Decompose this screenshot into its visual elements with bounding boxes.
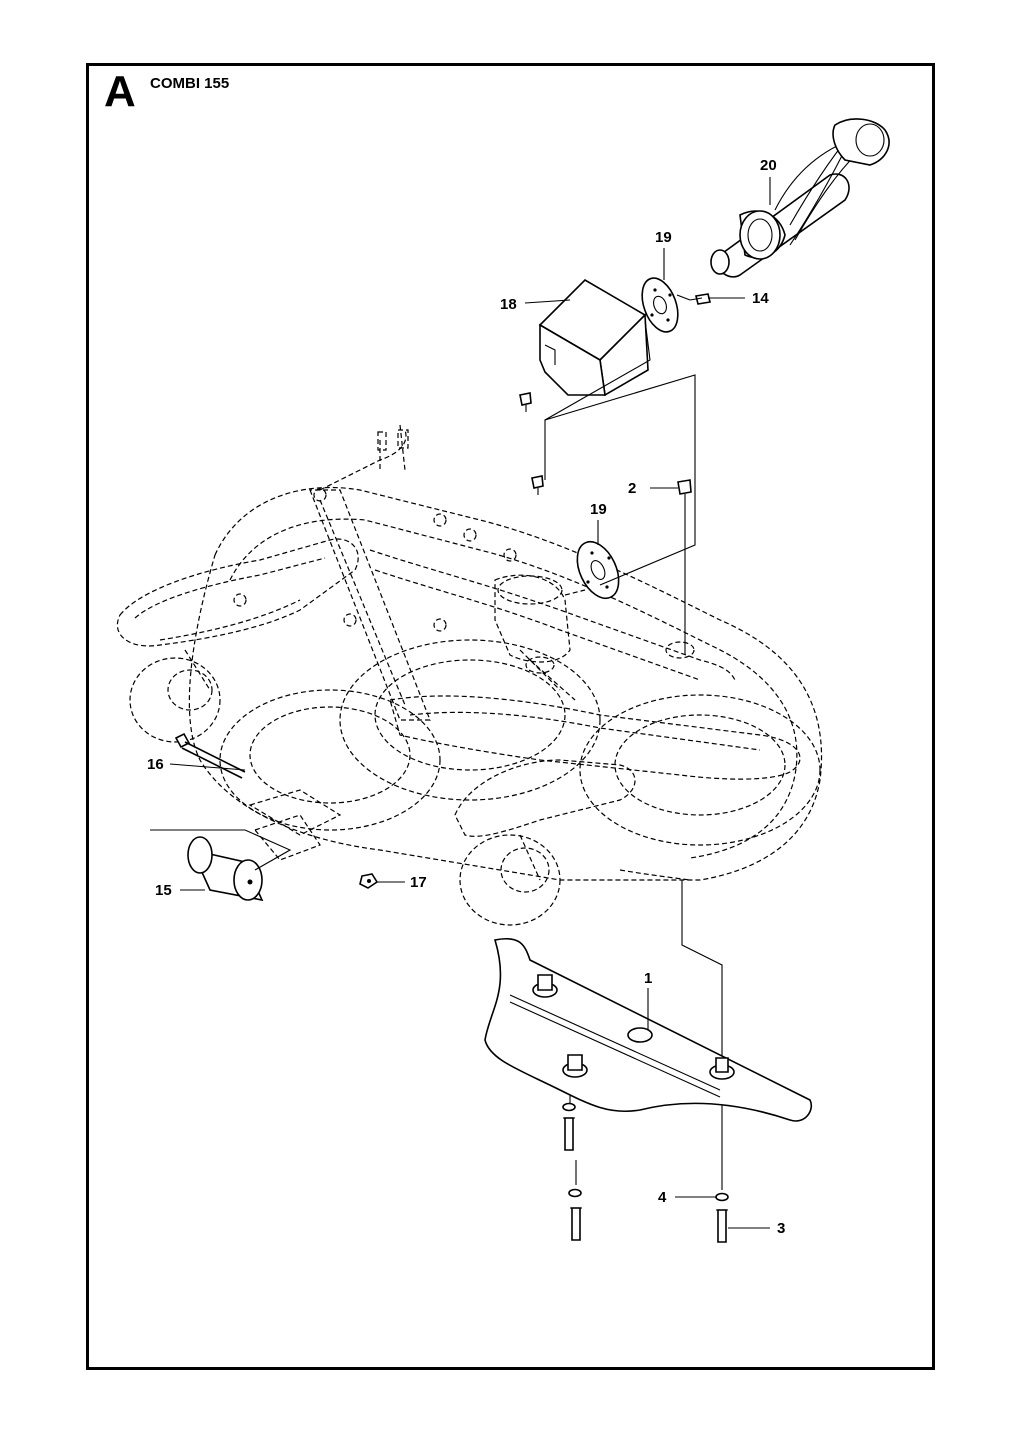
rear-right-wheel	[459, 834, 561, 926]
callout-14: 14	[752, 290, 769, 307]
callout-18: 18	[500, 296, 517, 313]
callout-19-upper: 19	[655, 229, 672, 246]
guard-bolts	[519, 392, 544, 495]
callout-15: 15	[155, 882, 172, 899]
bolt-14	[689, 293, 711, 305]
callout-17: 17	[410, 874, 427, 891]
callout-4: 4	[658, 1189, 667, 1206]
front-left-wheel	[129, 649, 221, 743]
model-title: COMBI 155	[150, 75, 230, 92]
bolt-2	[677, 479, 692, 505]
callout-3: 3	[777, 1220, 785, 1237]
callout-1: 1	[644, 970, 652, 987]
mower-deck-outline	[116, 424, 822, 926]
washers-4	[562, 1102, 729, 1202]
screws-3	[563, 1117, 728, 1243]
leader-lines	[169, 177, 771, 1229]
roller-15	[150, 829, 292, 902]
flange-washer-lower	[576, 540, 620, 600]
section-letter: A	[104, 67, 136, 116]
callout-2: 2	[628, 480, 636, 497]
diagram-frame	[86, 63, 935, 1370]
callout-20: 20	[760, 157, 777, 174]
belt-guard-cover	[538, 278, 649, 397]
nut-17	[359, 873, 379, 889]
callout-16: 16	[147, 756, 164, 773]
callout-19-lower: 19	[590, 501, 607, 518]
assembly-lines	[544, 294, 723, 1190]
pto-drive-shaft	[710, 118, 890, 278]
long-bolt-16	[174, 732, 246, 779]
flange-washer-upper	[641, 277, 679, 333]
callout-numbers: 20 19 14 18 2 19 16 15 17 1 4 3	[147, 157, 785, 1237]
